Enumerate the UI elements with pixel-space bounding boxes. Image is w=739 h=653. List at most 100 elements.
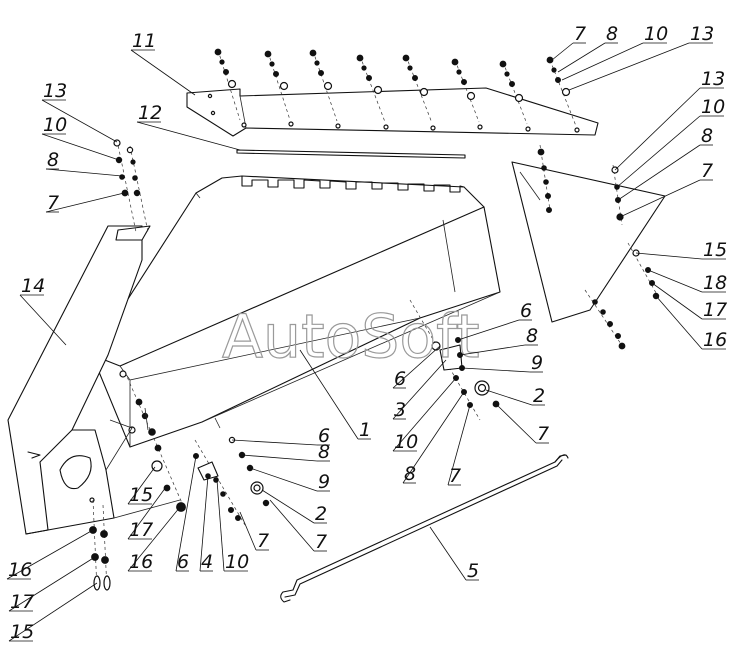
callout-c-16c: 16 — [655, 295, 727, 351]
callout-number: 17 — [129, 519, 153, 541]
callout-c-10e: 10 — [616, 96, 725, 188]
fastener-stack — [356, 54, 386, 123]
callout-c-17c: 17 — [651, 282, 727, 321]
callout-c-15c: 15 — [635, 239, 727, 261]
fastener-stack — [214, 48, 241, 121]
callout-number: 8 — [606, 23, 618, 45]
leader-line — [249, 467, 318, 492]
callout-c-7g: 7 — [619, 160, 713, 218]
callout-number: 9 — [531, 352, 543, 374]
leader-line — [551, 42, 574, 61]
bottom-left-fastener-stack — [89, 499, 111, 591]
callout-c-15b: 15 — [8, 582, 98, 643]
callout-c-8e: 8 — [557, 23, 618, 73]
callout-c-8b: 8 — [241, 441, 330, 463]
leader-line — [45, 192, 125, 213]
callout-number: 16 — [703, 329, 727, 351]
leader-line — [261, 489, 315, 524]
callout-c-10b: 10 — [216, 479, 249, 573]
callout-number: 6 — [520, 300, 532, 322]
leader-line — [485, 389, 533, 406]
leader-line — [617, 144, 701, 201]
callout-number: 6 — [177, 551, 189, 573]
leader-line — [561, 42, 644, 81]
callout-number: 2 — [533, 385, 545, 407]
callout-number: 10 — [43, 114, 67, 136]
leader-line — [6, 529, 94, 580]
right-side-panel — [511, 144, 666, 351]
leader-line — [635, 252, 703, 260]
callout-c-3: 3 — [392, 359, 447, 421]
callout-number: 18 — [703, 272, 727, 294]
leader-line — [19, 294, 67, 346]
leader-line — [392, 377, 457, 452]
callout-number: 10 — [394, 431, 418, 453]
callout-number: 7 — [701, 160, 713, 182]
part-14-left-panel — [7, 225, 181, 535]
callout-number: 10 — [644, 23, 668, 45]
leader-line — [175, 455, 197, 572]
callout-number: 17 — [703, 299, 727, 321]
leader-line — [239, 511, 257, 551]
callout-number: 7 — [449, 465, 461, 487]
callout-c-8d: 8 — [402, 391, 465, 485]
callout-number: 13 — [43, 80, 67, 102]
callout-c-9b: 9 — [461, 352, 543, 374]
callout-number: 14 — [21, 275, 45, 297]
callout-number: 7 — [257, 530, 269, 552]
callout-number: 9 — [318, 471, 330, 493]
watermark-text: AutoSoft — [222, 302, 480, 372]
callout-c-16a: 16 — [127, 506, 181, 573]
callout-number: 16 — [129, 551, 153, 573]
watermark: AutoSoft — [221, 301, 480, 372]
callout-c-2b: 2 — [485, 385, 545, 407]
callout-c-10d: 10 — [561, 23, 668, 81]
leader-line — [231, 439, 318, 446]
leader-line — [127, 486, 167, 540]
callout-number: 2 — [315, 503, 327, 525]
callout-number: 3 — [394, 399, 406, 421]
callout-c-5: 5 — [429, 526, 479, 582]
callout-number: 17 — [10, 591, 34, 613]
callout-number: 13 — [690, 23, 714, 45]
leader-line — [136, 121, 241, 151]
callout-c-6a: 6 — [175, 455, 197, 573]
callout-number: 6 — [318, 425, 330, 447]
part-12-rod — [236, 149, 466, 159]
leader-line — [8, 556, 96, 612]
leader-line — [459, 344, 526, 356]
callout-c-8f: 8 — [617, 125, 713, 201]
callout-number: 10 — [225, 551, 249, 573]
fastener-stack — [451, 58, 480, 123]
callout-c-7b: 7 — [239, 511, 269, 552]
part-5-long-rod — [280, 454, 569, 603]
callout-number: 1 — [359, 419, 371, 441]
callout-number: 7 — [574, 23, 586, 45]
leader-line — [568, 42, 690, 91]
leader-line — [616, 115, 701, 188]
leader-line — [447, 404, 471, 486]
callout-c-13b: 13 — [568, 23, 714, 91]
leader-line — [647, 269, 703, 293]
callout-number: 8 — [526, 325, 538, 347]
callout-number: 10 — [701, 96, 725, 118]
leader-line — [619, 179, 701, 218]
fastener-stack — [499, 60, 528, 125]
callout-c-13a: 13 — [41, 80, 118, 143]
fastener-stack — [309, 49, 338, 122]
leader-line — [41, 133, 120, 161]
leader-line — [216, 479, 225, 572]
callout-c-2a: 2 — [261, 489, 327, 525]
callout-c-1: 1 — [299, 349, 371, 441]
leader-line — [651, 282, 703, 320]
callout-number: 15 — [129, 484, 153, 506]
callout-c-8c: 8 — [459, 325, 538, 356]
leader-line — [299, 349, 359, 440]
callout-c-13c: 13 — [614, 68, 725, 171]
leader-line — [392, 359, 447, 420]
callout-number: 15 — [10, 621, 34, 643]
leader-line — [496, 404, 537, 444]
callout-c-7e: 7 — [447, 404, 471, 487]
